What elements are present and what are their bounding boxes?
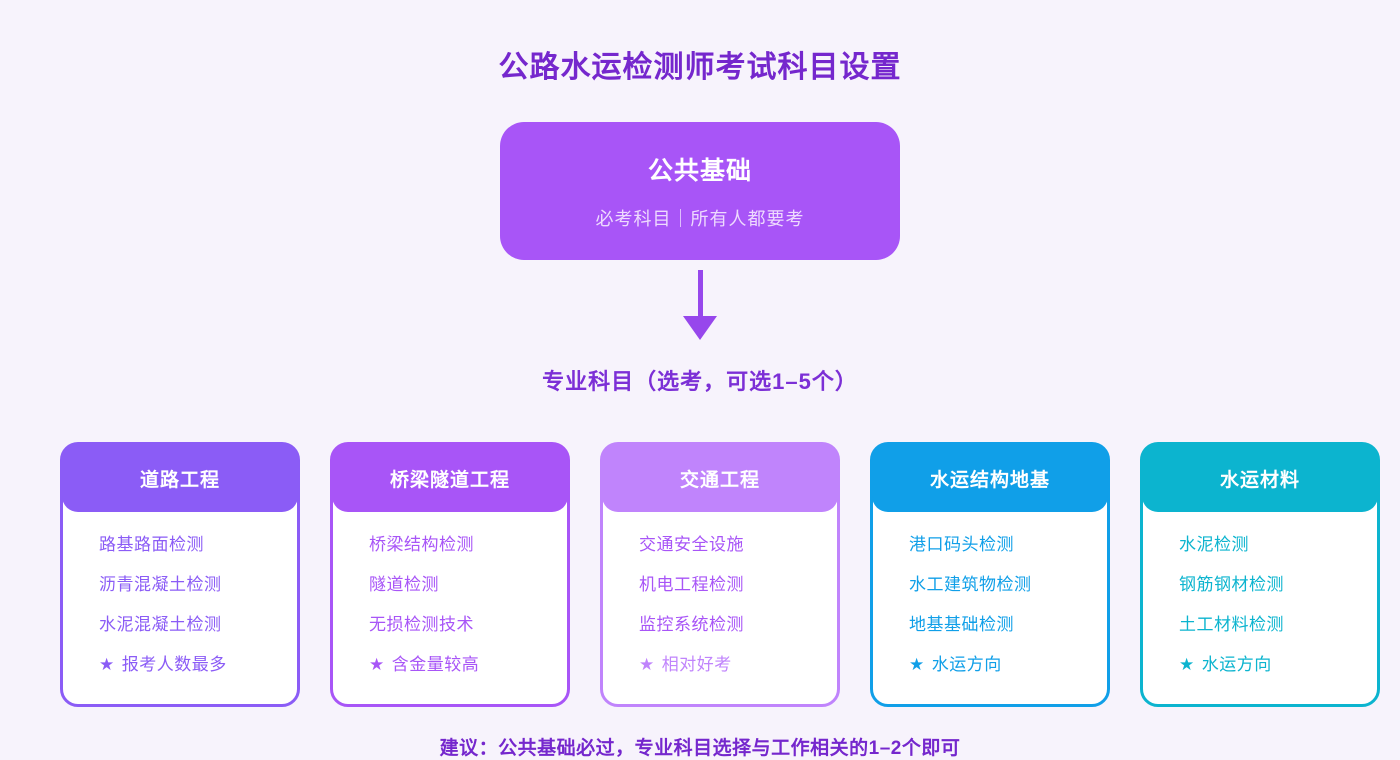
card-traffic-engineering: 交通工程 交通安全设施 机电工程检测 监控系统检测 ★ 相对好考: [600, 442, 840, 707]
page-note: 建议：公共基础必过，专业科目选择与工作相关的1–2个即可: [439, 738, 961, 759]
card-waterway-materials: 水运材料 水泥检测 钢筋钢材检测 土工材料检测 ★ 水运方向: [1140, 442, 1380, 707]
star-icon: ★: [639, 655, 655, 674]
section-label-specialty-subjects: 专业科目（选考，可选1–5个）: [542, 369, 858, 394]
card-body: 港口码头检测 水工建筑物检测 地基基础检测 ★ 水运方向: [873, 512, 1107, 674]
card-item: 水工建筑物检测: [909, 575, 1032, 594]
card-item: 隧道检测: [369, 575, 439, 594]
card-body: 交通安全设施 机电工程检测 监控系统检测 ★ 相对好考: [603, 512, 837, 674]
card-header: 水运结构地基: [872, 444, 1108, 512]
root-node-public-basics: 公共基础 必考科目｜所有人都要考: [500, 122, 900, 260]
page-title: 公路水运检测师考试科目设置: [498, 51, 902, 84]
card-highlight-label: 含金量较高: [391, 655, 480, 674]
card-waterway-structure-foundation: 水运结构地基 港口码头检测 水工建筑物检测 地基基础检测 ★ 水运方向: [870, 442, 1110, 707]
card-item: 土工材料检测: [1179, 615, 1284, 634]
down-arrow-shaft: [697, 270, 703, 316]
card-item: 沥青混凝土检测: [99, 575, 222, 594]
card-item: 桥梁结构检测: [369, 535, 474, 554]
root-node-subtitle: 必考科目｜所有人都要考: [595, 209, 805, 229]
card-item: 港口码头检测: [909, 535, 1014, 554]
card-item: 水泥检测: [1179, 535, 1249, 554]
card-highlight: ★ 含金量较高: [369, 656, 557, 674]
card-item: 机电工程检测: [639, 575, 744, 594]
card-item: 交通安全设施: [639, 535, 744, 554]
star-icon: ★: [909, 655, 925, 674]
card-header: 交通工程: [602, 444, 838, 512]
card-body: 桥梁结构检测 隧道检测 无损检测技术 ★ 含金量较高: [333, 512, 567, 674]
card-item: 地基基础检测: [909, 615, 1014, 634]
card-highlight-label: 水运方向: [931, 655, 1002, 674]
card-header: 水运材料: [1142, 444, 1378, 512]
card-header: 道路工程: [62, 444, 298, 512]
down-arrow-icon: [680, 270, 720, 340]
star-icon: ★: [99, 655, 115, 674]
down-arrow-head: [683, 316, 717, 340]
root-node-title: 公共基础: [647, 157, 752, 185]
card-item: 水泥混凝土检测: [99, 615, 222, 634]
card-highlight: ★ 水运方向: [909, 656, 1097, 674]
card-highlight-label: 水运方向: [1201, 655, 1272, 674]
card-highlight: ★ 水运方向: [1179, 656, 1367, 674]
star-icon: ★: [369, 655, 385, 674]
card-body: 水泥检测 钢筋钢材检测 土工材料检测 ★ 水运方向: [1143, 512, 1377, 674]
card-item: 无损检测技术: [369, 615, 474, 634]
card-header: 桥梁隧道工程: [332, 444, 568, 512]
card-highlight: ★ 报考人数最多: [99, 656, 287, 674]
card-highlight-label: 相对好考: [661, 655, 732, 674]
card-body: 路基路面检测 沥青混凝土检测 水泥混凝土检测 ★ 报考人数最多: [63, 512, 297, 674]
card-road-engineering: 道路工程 路基路面检测 沥青混凝土检测 水泥混凝土检测 ★ 报考人数最多: [60, 442, 300, 707]
star-icon: ★: [1179, 655, 1195, 674]
card-item: 钢筋钢材检测: [1179, 575, 1284, 594]
card-item: 路基路面检测: [99, 535, 204, 554]
card-item: 监控系统检测: [639, 615, 744, 634]
card-highlight: ★ 相对好考: [639, 656, 827, 674]
specialty-cards-row: 道路工程 路基路面检测 沥青混凝土检测 水泥混凝土检测 ★ 报考人数最多 桥梁隧道…: [60, 442, 1400, 707]
card-highlight-label: 报考人数最多: [121, 655, 227, 674]
card-bridge-tunnel-engineering: 桥梁隧道工程 桥梁结构检测 隧道检测 无损检测技术 ★ 含金量较高: [330, 442, 570, 707]
